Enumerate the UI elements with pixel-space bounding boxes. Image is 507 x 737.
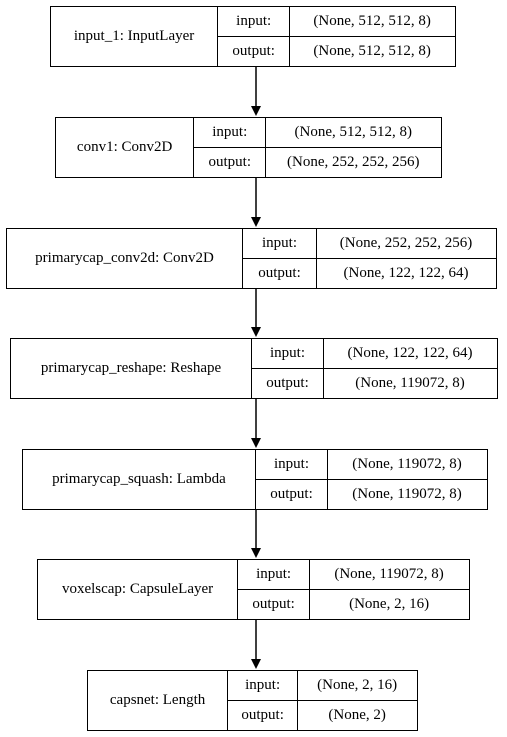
layer-output-row: output: (None, 252, 252, 256): [194, 147, 441, 177]
input-label: input:: [256, 450, 328, 479]
layer-output-row: output: (None, 512, 512, 8): [218, 36, 455, 66]
layer-output-row: output: (None, 2, 16): [238, 589, 469, 619]
layer-input-row: input: (None, 119072, 8): [238, 560, 469, 589]
input-label: input:: [252, 339, 325, 368]
arrowhead-icon: [251, 659, 261, 669]
output-label: output:: [252, 369, 325, 398]
layer-name: primarycap_reshape: Reshape: [11, 339, 253, 398]
arrowhead-icon: [251, 438, 261, 448]
layer-input-row: input: (None, 512, 512, 8): [218, 7, 455, 36]
input-label: input:: [243, 229, 318, 258]
layer-name: capsnet: Length: [88, 671, 229, 730]
output-shape: (None, 252, 252, 256): [287, 154, 420, 170]
layer-name: voxelscap: CapsuleLayer: [38, 560, 239, 619]
output-label: output:: [256, 480, 328, 509]
layer-input-row: input: (None, 119072, 8): [256, 450, 487, 479]
input-shape: (None, 512, 512, 8): [294, 124, 413, 140]
layer-output-row: output: (None, 119072, 8): [256, 479, 487, 509]
output-label: output:: [218, 37, 291, 66]
input-label: input:: [228, 671, 299, 700]
output-shape: (None, 119072, 8): [352, 486, 462, 502]
output-shape: (None, 2, 16): [349, 596, 430, 612]
input-shape: (None, 122, 122, 64): [347, 345, 473, 361]
output-shape: (None, 512, 512, 8): [313, 43, 431, 59]
output-label: output:: [243, 259, 318, 288]
input-shape: (None, 119072, 8): [352, 456, 462, 472]
layer-input-row: input: (None, 252, 252, 256): [243, 229, 496, 258]
arrowhead-icon: [251, 327, 261, 337]
arrowhead-icon: [251, 106, 261, 116]
layer-output-row: output: (None, 2): [228, 700, 417, 730]
arrowhead-icon: [251, 548, 261, 558]
input-label: input:: [238, 560, 311, 589]
input-shape: (None, 119072, 8): [334, 566, 444, 582]
layer-name: input_1: InputLayer: [51, 7, 219, 66]
output-label: output:: [194, 148, 267, 177]
layer-input-row: input: (None, 512, 512, 8): [194, 118, 441, 147]
layer-name: primarycap_conv2d: Conv2D: [7, 229, 244, 288]
arrowhead-icon: [251, 217, 261, 227]
input-shape: (None, 2, 16): [317, 677, 398, 693]
output-shape: (None, 119072, 8): [355, 375, 465, 391]
layer-output-row: output: (None, 119072, 8): [252, 368, 497, 398]
layer-input-row: input: (None, 122, 122, 64): [252, 339, 497, 368]
layer-name: conv1: Conv2D: [56, 118, 195, 177]
layer-output-row: output: (None, 122, 122, 64): [243, 258, 496, 288]
output-label: output:: [238, 590, 311, 619]
output-label: output:: [228, 701, 299, 730]
input-shape: (None, 512, 512, 8): [313, 13, 431, 29]
input-label: input:: [194, 118, 267, 147]
output-shape: (None, 122, 122, 64): [343, 265, 469, 281]
input-shape: (None, 252, 252, 256): [339, 235, 473, 251]
output-shape: (None, 2): [328, 707, 386, 723]
layer-input-row: input: (None, 2, 16): [228, 671, 417, 700]
layer-name: primarycap_squash: Lambda: [23, 450, 256, 509]
input-label: input:: [218, 7, 291, 36]
